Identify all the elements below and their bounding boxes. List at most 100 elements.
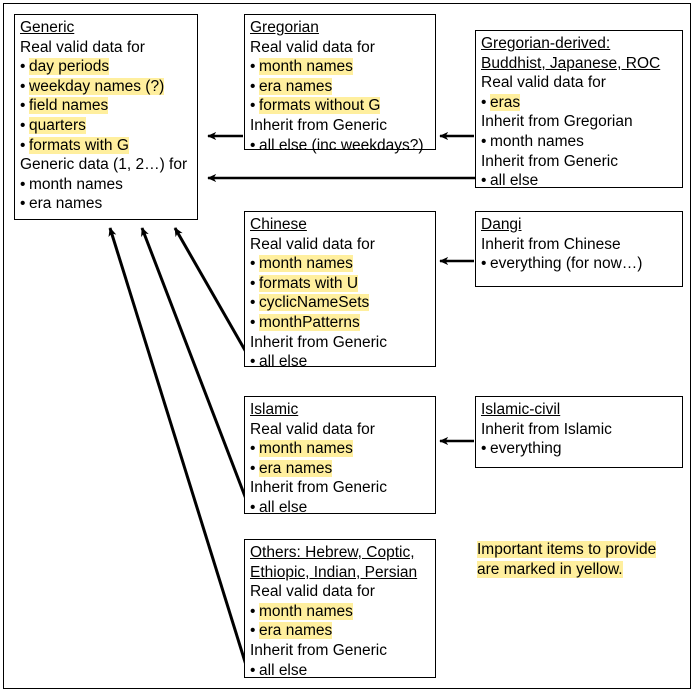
node-line-text: month names — [259, 602, 353, 620]
node-bullet-line: •month names — [250, 254, 430, 274]
node-bullet-line: •month names — [250, 57, 430, 77]
node-bullet-line: •era names — [250, 77, 430, 97]
node-bullet-line: •all else — [250, 352, 430, 372]
bullet-icon: • — [250, 294, 256, 312]
bullet-icon: • — [250, 58, 256, 76]
bullet-icon: • — [481, 93, 487, 111]
node-line-text: Generic data (1, 2…) for — [20, 156, 188, 174]
node-islamic[interactable]: Islamic Real valid data for•month names•… — [244, 396, 436, 516]
node-line-text: day periods — [29, 58, 110, 76]
node-line-text: all else — [259, 661, 308, 679]
bullet-icon: • — [250, 353, 256, 371]
node-gregorian-derived[interactable]: Gregorian-derived: Buddhist, Japanese, R… — [475, 30, 683, 190]
node-line-text: Inherit from Generic — [481, 152, 618, 170]
node-lines: Inherit from Chinese•everything (for now… — [481, 235, 677, 274]
node-line-text: formats with U — [259, 274, 359, 292]
node-lines: Real valid data for•month names•formats … — [250, 235, 430, 372]
node-bullet-line: •month names — [20, 175, 192, 195]
bullet-icon: • — [250, 274, 256, 292]
node-bullet-line: •all else — [250, 661, 430, 681]
node-lines: Real valid data for•month names•era name… — [250, 38, 430, 156]
node-lines: Real valid data for•day periods•weekday … — [20, 38, 192, 214]
node-line-text: month names — [29, 175, 123, 193]
node-title: Gregorian-derived: — [481, 35, 611, 52]
node-bullet-line: •weekday names (?) — [20, 77, 192, 97]
bullet-icon: • — [20, 195, 26, 213]
node-bullet-line: •cyclicNameSets — [250, 293, 430, 313]
node-dangi[interactable]: Dangi Inherit from Chinese•everything (f… — [475, 211, 683, 287]
node-line-text: Inherit from Generic — [250, 641, 387, 659]
node-islamic-civil[interactable]: Islamic-civil Inherit from Islamic•every… — [475, 396, 683, 468]
node-line-text: monthPatterns — [259, 313, 360, 331]
node-line-text: Inherit from Generic — [250, 116, 387, 134]
node-line-text: Inherit from Gregorian — [481, 113, 633, 131]
node-text-line: Inherit from Chinese — [481, 235, 677, 255]
node-text-line: Inherit from Generic — [250, 478, 430, 498]
bullet-icon: • — [250, 136, 256, 154]
node-lines: Real valid data for•month names•era name… — [250, 420, 430, 518]
node-text-line: Real valid data for — [250, 38, 430, 58]
node-text-line: Inherit from Islamic — [481, 420, 677, 440]
node-line-text: era names — [259, 459, 333, 477]
bullet-icon: • — [250, 97, 256, 115]
node-title-second-line: Buddhist, Japanese, ROC — [481, 54, 661, 72]
bullet-icon: • — [250, 622, 256, 640]
node-line-text: era names — [29, 195, 103, 213]
node-bullet-line: •everything — [481, 439, 677, 459]
node-generic[interactable]: Generic Real valid data for•day periods•… — [14, 14, 198, 220]
bullet-icon: • — [481, 132, 487, 150]
node-gregorian[interactable]: Gregorian Real valid data for•month name… — [244, 14, 436, 154]
node-line-text: formats with G — [29, 136, 129, 154]
node-line-text: month names — [259, 440, 353, 458]
node-line-text: Real valid data for — [20, 38, 145, 56]
bullet-icon: • — [20, 97, 26, 115]
bullet-icon: • — [481, 255, 487, 273]
node-line-text: formats without G — [259, 97, 381, 115]
node-title: Islamic-civil — [481, 401, 561, 418]
legend-text-2: are marked in yellow. — [477, 560, 623, 578]
bullet-icon: • — [20, 136, 26, 154]
legend-text-1: Important items to provide — [477, 541, 657, 558]
bullet-icon: • — [250, 255, 256, 273]
node-line-text: month names — [259, 255, 353, 273]
node-line-text: month names — [259, 58, 353, 76]
bullet-icon: • — [250, 498, 256, 516]
node-lines: Inherit from Islamic•everything — [481, 420, 677, 459]
node-title: Chinese — [250, 216, 307, 233]
node-text-line: Real valid data for — [250, 235, 430, 255]
node-chinese[interactable]: Chinese Real valid data for•month names•… — [244, 211, 436, 370]
node-line-text: all else (inc weekdays?) — [259, 136, 424, 154]
node-line-text: Real valid data for — [250, 38, 375, 56]
node-title: Generic — [20, 19, 75, 36]
node-line-text: month names — [490, 132, 584, 150]
bullet-icon: • — [250, 313, 256, 331]
node-text-line: Inherit from Generic — [250, 333, 430, 353]
node-text-line: Real valid data for — [481, 73, 677, 93]
node-bullet-line: •formats with U — [250, 274, 430, 294]
bullet-icon: • — [250, 77, 256, 95]
bullet-icon: • — [20, 77, 26, 95]
node-line-text: field names — [29, 97, 109, 115]
node-line-text: era names — [259, 622, 333, 640]
node-bullet-line: •all else — [250, 498, 430, 518]
node-text-line: Inherit from Generic — [481, 152, 677, 172]
node-line-text: Real valid data for — [250, 420, 375, 438]
node-title: Dangi — [481, 216, 522, 233]
legend-highlight-note: Important items to provide are marked in… — [477, 540, 677, 579]
node-text-line: Real valid data for — [250, 420, 430, 440]
node-line-text: Inherit from Generic — [250, 479, 387, 497]
node-bullet-line: •era names — [20, 194, 192, 214]
node-line-text: Real valid data for — [250, 583, 375, 601]
node-line-text: all else — [259, 353, 308, 371]
node-bullet-line: •era names — [250, 621, 430, 641]
node-text-line: Real valid data for — [250, 582, 430, 602]
bullet-icon: • — [250, 440, 256, 458]
bullet-icon: • — [481, 172, 487, 190]
node-others[interactable]: Others: Hebrew, Coptic, Ethiopic, Indian… — [244, 539, 436, 681]
bullet-icon: • — [20, 116, 26, 134]
node-title: Others: Hebrew, Coptic, — [250, 544, 415, 561]
node-bullet-line: •month names — [250, 602, 430, 622]
node-line-text: Inherit from Islamic — [481, 420, 612, 438]
node-line-text: everything (for now…) — [490, 255, 643, 273]
